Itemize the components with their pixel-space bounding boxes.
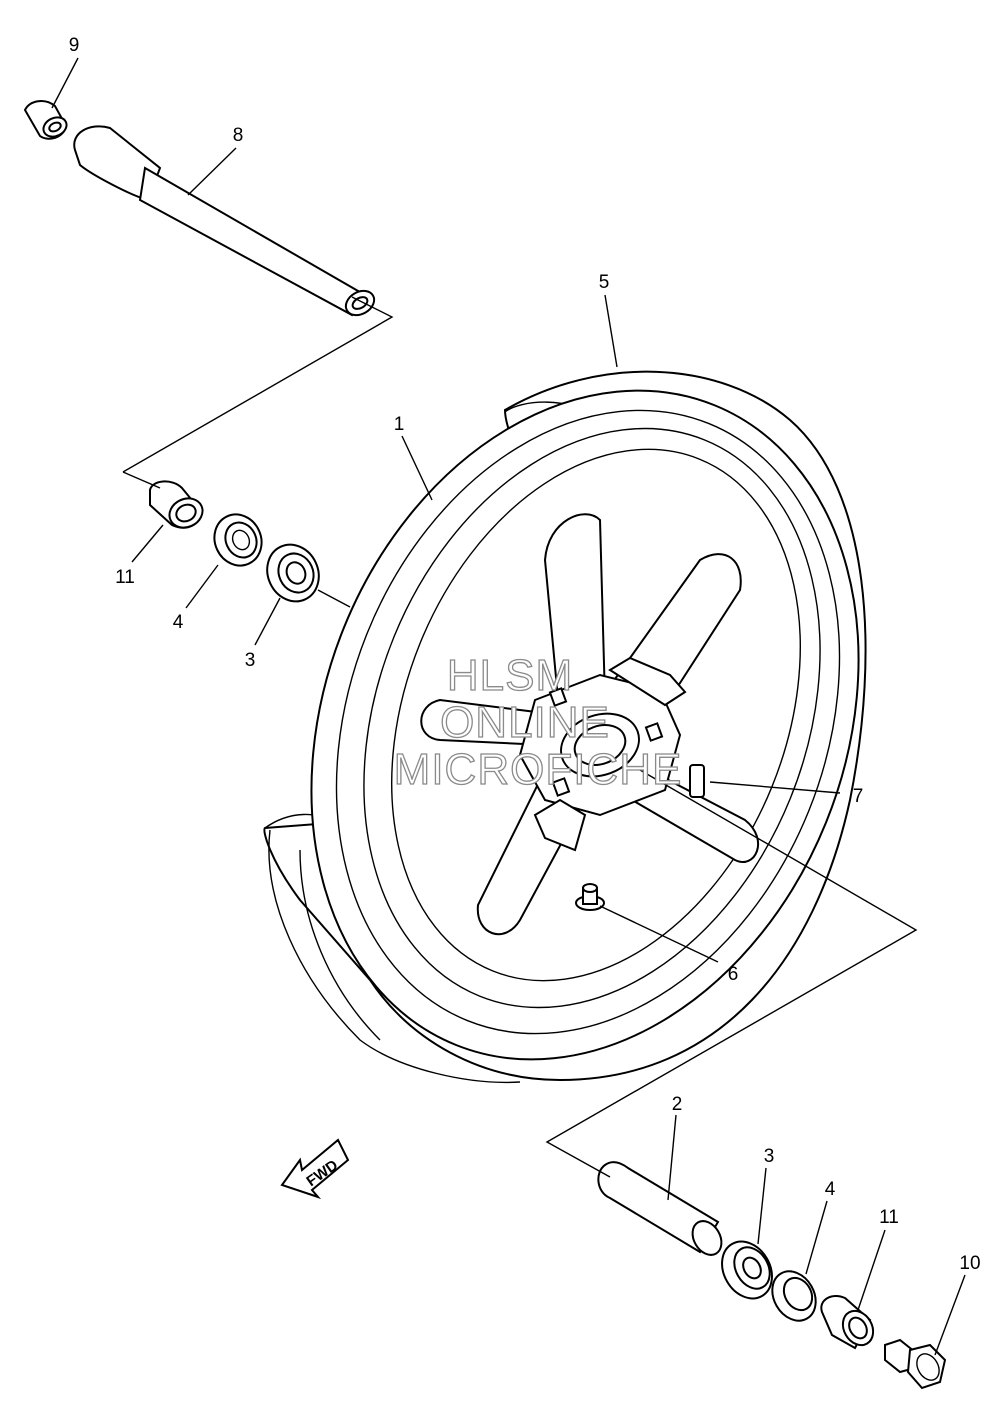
fwd-arrow: FWD — [280, 1138, 350, 1200]
callout-10: 10 — [959, 1253, 980, 1274]
axle-bolt — [884, 1338, 947, 1390]
collar-right — [820, 1294, 875, 1350]
watermark: HLSM ONLINE MICROFICHE — [393, 650, 683, 794]
watermark-line-2: ONLINE — [440, 698, 610, 747]
callout-11-left: 11 — [115, 567, 135, 588]
callout-2: 2 — [672, 1094, 683, 1115]
callout-7: 7 — [853, 786, 864, 807]
oil-seal-right — [771, 1270, 817, 1322]
explode-lines — [122, 296, 918, 1178]
callout-11-right: 11 — [879, 1207, 899, 1228]
callout-9: 9 — [69, 35, 80, 56]
callout-3-right: 3 — [764, 1146, 775, 1167]
watermark-line-3: MICROFICHE — [394, 745, 683, 794]
collar-left — [149, 480, 204, 529]
callout-1: 1 — [394, 414, 405, 435]
wheel-axle — [73, 125, 376, 317]
spacer-right — [597, 1161, 723, 1256]
callout-4-right: 4 — [825, 1179, 836, 1200]
valve — [575, 883, 605, 911]
callout-8: 8 — [233, 125, 244, 146]
bearing-left — [266, 543, 320, 603]
watermark-line-1: HLSM — [447, 651, 573, 700]
callout-4-left: 4 — [173, 612, 184, 633]
callout-3-left: 3 — [245, 650, 256, 671]
callout-5: 5 — [599, 272, 610, 293]
callout-labels: 9 8 5 1 11 4 3 7 6 2 3 4 11 10 — [69, 35, 981, 1274]
leader-lines — [51, 57, 966, 1356]
wheel-hub — [518, 656, 687, 852]
bearing-right — [721, 1240, 773, 1300]
collar — [23, 100, 68, 140]
fwd-arrow-icon — [280, 1138, 350, 1200]
callout-6: 6 — [728, 964, 739, 985]
oil-seal-left — [213, 513, 263, 567]
balance-weight — [689, 764, 705, 798]
